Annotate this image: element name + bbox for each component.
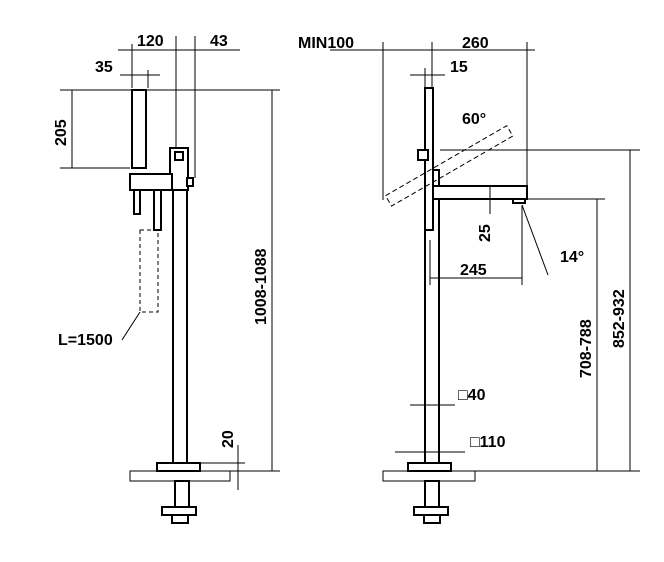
base-plate-left bbox=[156, 462, 201, 472]
dim-120: 120 bbox=[137, 33, 164, 50]
dim-25: 25 bbox=[477, 224, 494, 242]
dim-20: 20 bbox=[220, 430, 237, 448]
handle-tilted-dashed bbox=[384, 124, 514, 207]
column-left bbox=[172, 159, 188, 464]
dim-height: 1008-1088 bbox=[253, 248, 270, 325]
floor-hatch-left bbox=[129, 470, 231, 482]
hose-length: L=1500 bbox=[58, 332, 113, 349]
square-40: □40 bbox=[458, 387, 486, 404]
dim-min100: MIN100 bbox=[298, 35, 354, 52]
square-110: □110 bbox=[470, 434, 506, 451]
dim-260: 260 bbox=[462, 35, 489, 52]
right-view: MIN100 260 15 60° 25 14° 245 708-788 852… bbox=[298, 35, 640, 524]
dim-15: 15 bbox=[450, 59, 468, 76]
dim-43: 43 bbox=[210, 33, 228, 50]
floor-hatch-right bbox=[382, 470, 476, 482]
hose-dashed bbox=[139, 229, 159, 313]
dim-handle-height: 852-932 bbox=[611, 289, 628, 348]
left-view: 120 43 35 205 L=1500 1008-1088 20 bbox=[53, 33, 280, 524]
hand-shower bbox=[131, 89, 147, 169]
dim-205: 205 bbox=[53, 119, 70, 146]
dim-spout-height: 708-788 bbox=[578, 319, 595, 378]
spout bbox=[432, 185, 528, 200]
dim-35: 35 bbox=[95, 59, 113, 76]
base-plate-right bbox=[407, 462, 452, 472]
shower-holder bbox=[129, 173, 173, 191]
dim-245: 245 bbox=[460, 262, 487, 279]
angle-60: 60° bbox=[462, 111, 486, 128]
angle-14: 14° bbox=[560, 249, 584, 266]
